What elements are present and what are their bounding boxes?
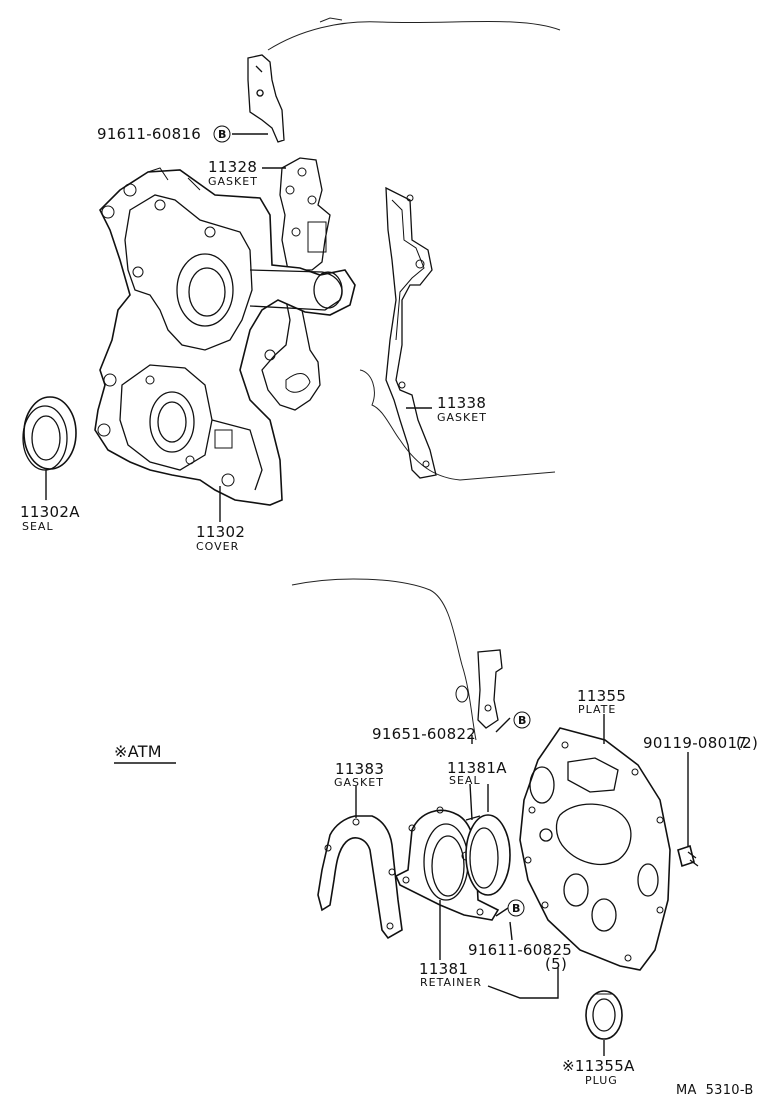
bolt-91611-60825-qty: (5) [545, 955, 567, 973]
retainer-11381-number: 11381 [419, 960, 468, 978]
leader-11381a [469, 783, 489, 821]
plate-11355-shape [519, 727, 671, 971]
seal-11302a-shape [22, 396, 77, 471]
plate-11355-number: 11355 [577, 687, 626, 705]
gasket-11328-number: 11328 [208, 158, 257, 176]
timing-cover-11302-shape [94, 167, 356, 506]
leader-retainer-group [487, 968, 559, 999]
bolt-91651-symbol-circle [513, 711, 531, 729]
seal-11381a-name: SEAL [449, 774, 481, 787]
gasket-11328-name: GASKET [208, 175, 258, 188]
bolt-91651-60822-number: 91651-60822 [372, 725, 476, 743]
bolt-91611-60825-symbol-circle [507, 899, 525, 917]
plug-11355a-name: PLUG [585, 1074, 618, 1087]
cover-11302-number: 11302 [196, 523, 245, 541]
engine-block-outline [267, 20, 561, 481]
retainer-11381-name: RETAINER [420, 976, 482, 989]
seal-11381a-shape [465, 814, 511, 896]
bolt-b-symbol-circle [213, 125, 231, 143]
gasket-11338-name: GASKET [437, 411, 487, 424]
gasket-11338-shape [385, 186, 437, 479]
gasket-11383-shape [317, 815, 403, 940]
gasket-11383-name: GASKET [334, 776, 384, 789]
bolt-90119-qty: (2) [736, 734, 758, 752]
bolt-b-symbol: B [218, 128, 227, 141]
bolt-91611-60825-symbol: B [512, 902, 521, 915]
bolt-91651-symbol: B [518, 714, 527, 727]
bracket-lower [477, 649, 503, 729]
seal-11381a-number: 11381A [447, 759, 507, 777]
bracket-top [247, 54, 285, 143]
leader-91651-60822 [471, 717, 511, 744]
seal-11302a-name: SEAL [22, 520, 54, 533]
plate-11355-name: PLATE [578, 703, 616, 716]
bolt-90119-shape [677, 844, 699, 868]
gasket-11383-number: 11383 [335, 760, 384, 778]
leader-91611-60825 [495, 907, 513, 941]
seal-11302a-number: 11302A [20, 503, 80, 521]
cover-11302-name: COVER [196, 540, 239, 553]
diagram-code: MA 5310-B [676, 1083, 754, 1098]
plug-11355a-number: ※11355A [562, 1057, 635, 1075]
atm-note: ※ATM [114, 742, 162, 761]
engine-block-outline-lower [291, 578, 477, 741]
engine-block-edge [319, 17, 343, 23]
bolt-90119-number: 90119-08017 [643, 734, 747, 752]
gasket-11338-number: 11338 [437, 394, 486, 412]
bolt-91611-60816-number: 91611-60816 [97, 125, 201, 143]
bolt-91611-60825-number: 91611-60825 [468, 941, 572, 959]
plug-11355a-shape [585, 990, 623, 1040]
